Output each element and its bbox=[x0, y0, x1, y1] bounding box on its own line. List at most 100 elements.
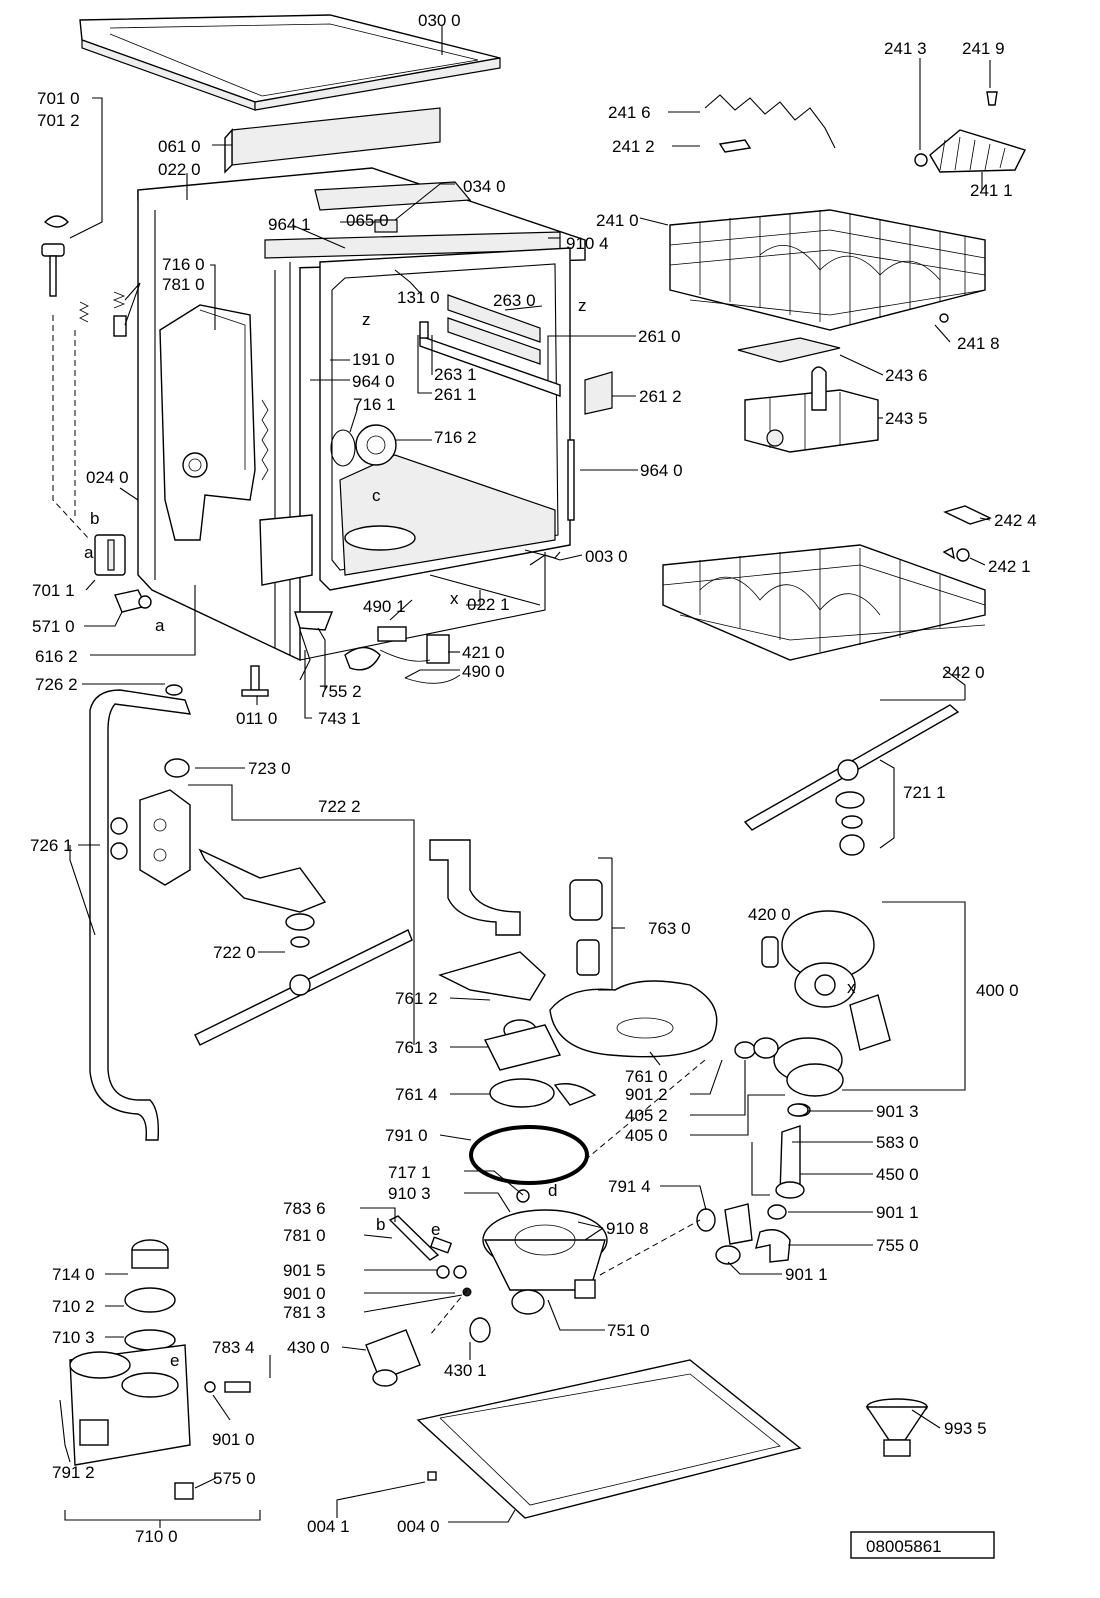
part-label: 717 1 bbox=[388, 1163, 431, 1182]
insulation-pad-part bbox=[224, 107, 441, 174]
part-label: 243 5 bbox=[885, 409, 928, 428]
part-label: 716 2 bbox=[434, 428, 477, 447]
part-label: 716 0 bbox=[162, 255, 205, 274]
part-label: 241 2 bbox=[612, 137, 655, 156]
part-label: 450 0 bbox=[876, 1165, 919, 1184]
connection-letter: d bbox=[548, 1181, 557, 1200]
wash-pump-parts bbox=[734, 910, 891, 1117]
part-label: 421 0 bbox=[462, 643, 505, 662]
reference-number: 08005861 bbox=[866, 1537, 942, 1556]
part-label: 791 4 bbox=[608, 1177, 651, 1196]
part-label: 034 0 bbox=[463, 177, 506, 196]
part-label: 701 1 bbox=[32, 581, 75, 600]
part-label: 241 0 bbox=[596, 211, 639, 230]
water-supply-pipe-part bbox=[89, 684, 192, 1141]
part-label: 242 1 bbox=[988, 557, 1031, 576]
part-label: 755 0 bbox=[876, 1236, 919, 1255]
part-label: 901 2 bbox=[625, 1085, 668, 1104]
part-label: 030 0 bbox=[418, 11, 461, 30]
part-label: 004 0 bbox=[397, 1517, 440, 1536]
door-lock-parts bbox=[94, 534, 152, 613]
filter-and-sump-parts bbox=[429, 839, 718, 1108]
part-label: 261 0 bbox=[638, 327, 681, 346]
heater-tube-parts bbox=[388, 1215, 467, 1279]
reference-box bbox=[850, 1531, 995, 1559]
part-label: 761 4 bbox=[395, 1085, 438, 1104]
part-label: 901 1 bbox=[785, 1265, 828, 1284]
part-label: 910 8 bbox=[606, 1219, 649, 1238]
part-label: 763 0 bbox=[648, 919, 691, 938]
leader-lines bbox=[59, 26, 991, 1528]
part-label: 011 0 bbox=[236, 709, 277, 728]
part-label: 901 0 bbox=[212, 1430, 255, 1449]
part-label: 583 0 bbox=[876, 1133, 919, 1152]
part-label: 241 6 bbox=[608, 103, 651, 122]
part-label: 430 0 bbox=[287, 1338, 330, 1357]
connection-letter: e bbox=[170, 1351, 179, 1370]
part-label: 261 1 bbox=[434, 385, 477, 404]
funnel-part bbox=[865, 1398, 929, 1457]
connection-letter: b bbox=[90, 509, 99, 528]
part-label: 061 0 bbox=[158, 137, 201, 156]
part-label: 964 1 bbox=[268, 215, 311, 234]
part-label: 721 1 bbox=[903, 783, 946, 802]
part-label: 783 4 bbox=[212, 1338, 255, 1357]
worktop-part bbox=[79, 14, 501, 111]
hose-bracket-parts bbox=[294, 611, 334, 681]
connection-letters: z z c b a a x x d b e e bbox=[84, 296, 856, 1370]
part-label: 761 0 bbox=[625, 1067, 668, 1086]
part-label: 261 2 bbox=[639, 387, 682, 406]
part-label: 191 0 bbox=[352, 350, 395, 369]
drain-pump-parts bbox=[696, 1103, 809, 1265]
part-label: 755 2 bbox=[319, 682, 362, 701]
part-label: 430 1 bbox=[444, 1361, 487, 1380]
part-label: 571 0 bbox=[32, 617, 75, 636]
upper-rack-accessories bbox=[704, 91, 1026, 323]
part-label: 710 3 bbox=[52, 1328, 95, 1347]
part-label: 993 5 bbox=[944, 1419, 987, 1438]
part-label: 405 0 bbox=[625, 1126, 668, 1145]
part-label: 910 3 bbox=[388, 1184, 431, 1203]
part-label: 964 0 bbox=[352, 372, 395, 391]
part-label: 791 2 bbox=[52, 1463, 95, 1482]
part-label: 263 0 bbox=[493, 291, 536, 310]
part-label: 242 0 bbox=[942, 663, 985, 682]
seal-ring-part bbox=[469, 1125, 589, 1185]
part-label: 901 3 bbox=[876, 1102, 919, 1121]
power-cord-parts bbox=[344, 626, 461, 684]
part-label: 751 0 bbox=[607, 1321, 650, 1340]
lower-rack-accessories bbox=[942, 505, 992, 562]
connection-letter: c bbox=[372, 486, 381, 505]
part-label: 405 2 bbox=[625, 1106, 668, 1125]
part-label: 910 4 bbox=[566, 234, 609, 253]
lower-rack-part bbox=[662, 544, 986, 661]
part-label: 490 0 bbox=[462, 662, 505, 681]
connection-letter: a bbox=[155, 616, 165, 635]
part-label: 781 3 bbox=[283, 1303, 326, 1322]
part-label: 263 1 bbox=[434, 365, 477, 384]
part-label: 901 1 bbox=[876, 1203, 919, 1222]
part-label: 761 2 bbox=[395, 989, 438, 1008]
part-label: 710 2 bbox=[52, 1297, 95, 1316]
part-label: 723 0 bbox=[248, 759, 291, 778]
foot-screw-part bbox=[241, 665, 269, 697]
part-label: 743 1 bbox=[318, 709, 361, 728]
part-label: 701 2 bbox=[37, 111, 80, 130]
part-label: 241 9 bbox=[962, 39, 1005, 58]
part-labels: 030 0 241 3 241 9 701 0 701 2 241 6 241 … bbox=[30, 11, 1037, 1546]
part-label: 024 0 bbox=[86, 468, 129, 487]
connection-letter: b bbox=[376, 1215, 385, 1234]
part-label: 490 1 bbox=[363, 597, 406, 616]
part-label: 791 0 bbox=[385, 1126, 428, 1145]
connection-letter: z bbox=[578, 296, 587, 315]
part-label: 726 1 bbox=[30, 836, 73, 855]
lower-spray-arm-parts bbox=[139, 758, 413, 1046]
part-label: 003 0 bbox=[585, 547, 628, 566]
part-label: 783 6 bbox=[283, 1199, 326, 1218]
cutlery-basket-parts bbox=[737, 337, 879, 453]
part-label: 901 0 bbox=[283, 1284, 326, 1303]
connection-letter: e bbox=[431, 1220, 440, 1239]
connection-letter: a bbox=[84, 543, 94, 562]
part-drawings bbox=[41, 14, 1026, 1559]
